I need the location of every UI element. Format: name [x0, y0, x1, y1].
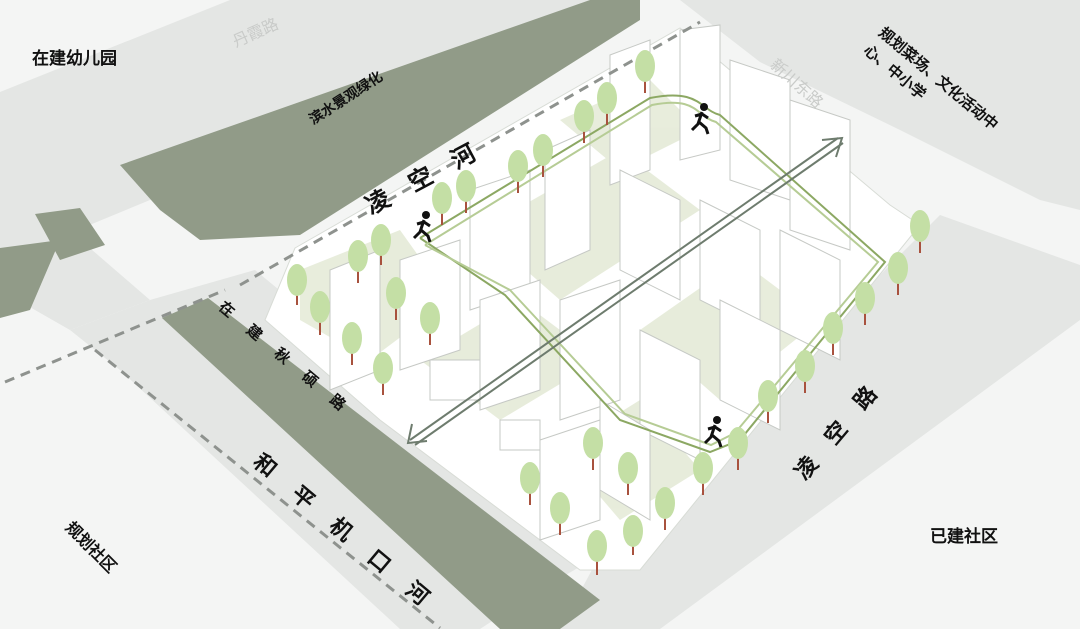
north-boundary — [239, 20, 701, 287]
central-axis — [406, 136, 844, 446]
xinchuan-east-road — [680, 0, 1080, 210]
rivers — [0, 0, 640, 629]
building — [559, 279, 621, 421]
tree-icon — [795, 350, 815, 393]
building — [679, 24, 721, 161]
runner-icon — [412, 211, 432, 243]
buildings — [329, 24, 851, 541]
heping-jikou-river-shape — [162, 298, 600, 629]
tree-icon — [520, 462, 540, 505]
tree-icon — [587, 530, 607, 575]
west-boundary — [4, 288, 226, 384]
runners — [412, 103, 723, 448]
tree-icon — [371, 224, 391, 265]
tree-icon — [635, 50, 655, 93]
tree-icon — [618, 452, 638, 495]
tree-icon — [310, 291, 330, 335]
label-kindergarten: 在建幼儿园 — [32, 49, 117, 69]
tree-icon — [888, 252, 908, 295]
tree-icon — [348, 240, 368, 283]
tree-icon — [533, 134, 553, 177]
left-river-fragment-2 — [35, 208, 105, 260]
tree-icon — [373, 352, 393, 395]
tree-icon — [855, 282, 875, 325]
tree-icon — [508, 150, 528, 193]
axis-line-2 — [414, 142, 844, 446]
boundary-lines — [4, 20, 701, 629]
tree-icon — [287, 264, 307, 305]
tree-icon — [910, 210, 930, 253]
lingkong-road — [560, 215, 1080, 629]
tree-icon — [550, 492, 570, 535]
tree-icon — [693, 452, 713, 495]
tree-icon — [342, 322, 362, 365]
low-building — [499, 419, 541, 451]
tree-icon — [574, 100, 594, 143]
left-river-fragment — [0, 240, 60, 318]
south-boundary — [94, 348, 441, 629]
tree-icon — [728, 427, 748, 470]
low-building — [429, 359, 481, 401]
tree-icon — [758, 380, 778, 423]
lingkong-river-shape — [120, 0, 640, 240]
trees — [287, 50, 930, 575]
tree-icon — [583, 427, 603, 470]
tree-icon — [823, 312, 843, 355]
axis-line — [409, 137, 839, 441]
tree-icon — [386, 277, 406, 320]
runner-icon — [703, 416, 723, 448]
tree-icon — [623, 515, 643, 555]
tree-icon — [597, 82, 617, 125]
jogging-loop — [419, 94, 887, 454]
tree-icon — [655, 487, 675, 530]
tree-icon — [456, 170, 476, 213]
runner-icon — [690, 103, 710, 135]
arrow-icon — [406, 423, 428, 445]
tree-icon — [420, 302, 440, 345]
road-left-diagonal — [0, 205, 150, 330]
label-built-community: 已建社区 — [930, 527, 998, 547]
arrow-icon — [821, 136, 844, 158]
tree-icon — [432, 182, 452, 225]
